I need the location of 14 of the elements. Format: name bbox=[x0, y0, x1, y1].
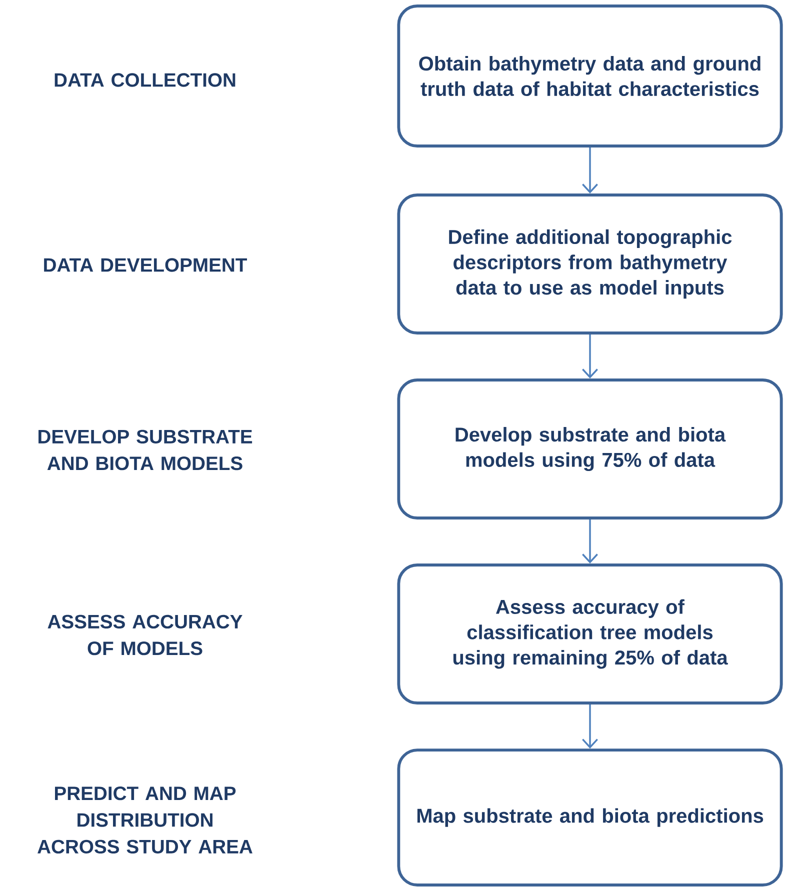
stage-label: ASSESS ACCURACY OF MODELS bbox=[48, 614, 242, 656]
process-box: Map substrate and biota predictions bbox=[397, 748, 783, 886]
stage-label: PREDICT AND MAP DISTRIBUTION ACROSS STUDY AREA bbox=[38, 786, 252, 854]
arrow bbox=[582, 519, 598, 564]
arrow bbox=[582, 704, 598, 749]
process-box: Develop substrate and biota models using 75% of data bbox=[397, 378, 783, 520]
process-box: Assess accuracy of classification tree models using remaining 25% of data bbox=[397, 564, 783, 704]
process-box: Define additional topographic descriptors from bathymetry data to use as model inputs bbox=[397, 194, 783, 334]
stage-label: DATA DEVELOPMENT bbox=[44, 258, 247, 272]
stage-label: DATA COLLECTION bbox=[54, 73, 236, 87]
arrow bbox=[582, 147, 598, 194]
process-box: Obtain bathymetry data and ground truth data of habitat characteristics bbox=[397, 4, 783, 148]
arrow bbox=[582, 334, 598, 379]
stage-label: DEVELOP SUBSTRATE AND BIOTA MODELS bbox=[38, 430, 252, 470]
